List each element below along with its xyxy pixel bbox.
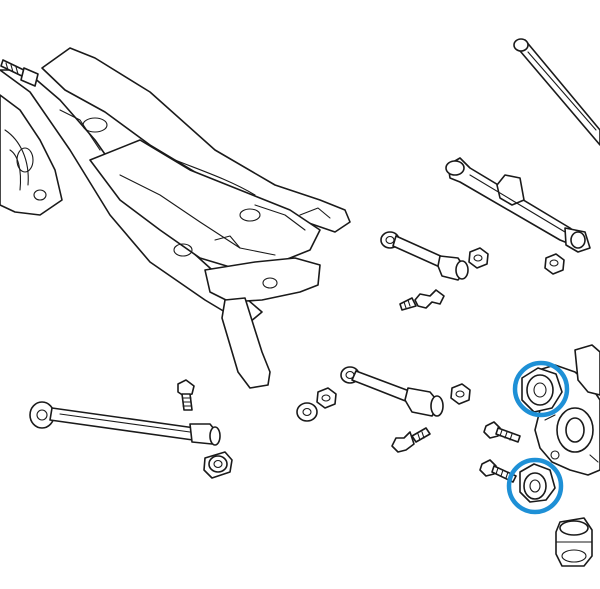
spare-bushing [555,517,593,567]
lateral-link-with-bracket [445,157,591,253]
upper-lateral-rod [513,38,600,146]
lock-nut [544,253,565,275]
adjust-bolt [399,289,445,311]
knuckle-bolt-upper [483,421,521,443]
washer-nut [450,383,471,405]
rod-bushing [203,451,233,479]
rod-nut [468,247,489,269]
link-bolt [391,427,431,453]
lower-bushing [519,463,556,503]
mount-bolt [177,379,195,411]
upper-bushing [521,367,563,413]
lower-control-link [340,366,444,417]
washer-and-nut [296,387,337,422]
rear-subframe [0,47,351,389]
subframe-bolt [0,59,39,87]
lower-bushing-highlight-circle [506,457,564,515]
trailing-link [29,401,221,446]
upper-bushing-highlight-circle [512,360,570,418]
toe-control-link [380,231,469,281]
